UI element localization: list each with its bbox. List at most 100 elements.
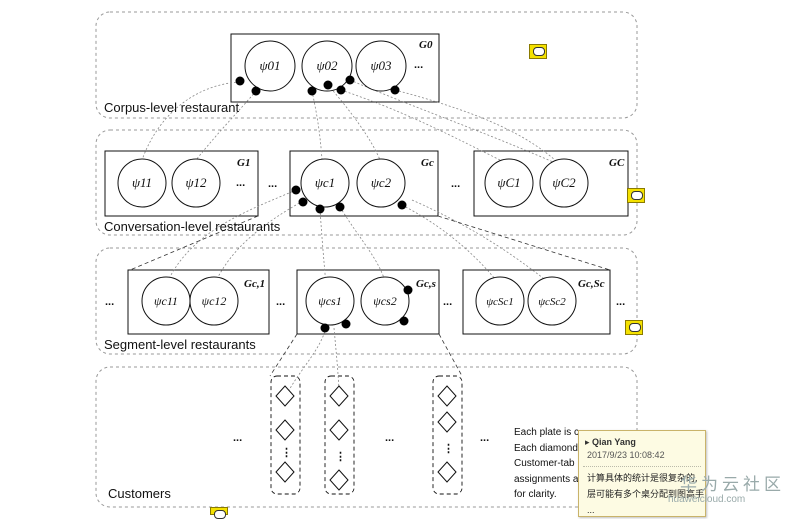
corpus-level-label: Corpus-level restaurant	[104, 100, 240, 115]
corpus-panel	[95, 11, 638, 119]
ellipsis: ...	[105, 296, 114, 308]
dish-label: ψC2	[552, 175, 576, 190]
dish-node	[300, 158, 350, 208]
dish-node	[527, 276, 577, 326]
segment-level-label: Segment-level restaurants	[104, 337, 256, 352]
dish-label: ψ11	[132, 175, 152, 190]
comment-author: Qian Yang	[592, 437, 636, 447]
dish-node	[484, 158, 534, 208]
dish-node	[355, 40, 407, 92]
plate-dashed-links	[129, 215, 611, 393]
corpus-to-conversation-edges	[141, 79, 561, 166]
group-label: Gc,1	[244, 278, 265, 290]
group-label: G0	[419, 39, 433, 51]
vertical-ellipsis: ⋮	[443, 443, 454, 455]
diamond	[329, 385, 349, 407]
watermark-text: 华为云社区	[680, 475, 785, 495]
dish-label: ψc2	[371, 175, 392, 190]
comment-divider	[583, 466, 701, 467]
comment-body: 计算具体的统计是很复杂的, 层可能有多个桌分配到图高手 ...	[579, 467, 705, 516]
group-label: Gc	[421, 157, 434, 169]
dish-node	[475, 276, 525, 326]
diamond	[275, 419, 295, 441]
customer-dot	[251, 86, 261, 96]
comment-icon[interactable]	[210, 507, 228, 519]
dish-label: ψ03	[370, 58, 392, 73]
customers-dots	[235, 75, 413, 333]
watermark-url: huaweicloud.com	[668, 494, 746, 505]
ellipsis: ...	[414, 59, 423, 71]
diamond	[437, 461, 457, 483]
conversation-dishes: ψ11 ψ12 ψc1 ψc2 ψC1 ψC2	[117, 158, 589, 208]
comment-date: 2017/9/23 10:08:42	[587, 450, 665, 460]
vertical-ellipsis: ⋮	[281, 447, 292, 459]
customer-dot	[336, 85, 346, 95]
segment-panel	[95, 247, 638, 355]
segment-dishes: ψc11 ψc12 ψcs1 ψcs2 ψcSc1 ψcSc2	[141, 276, 577, 326]
comment-header: ▸ Qian Yang	[585, 437, 636, 447]
customer-dot	[335, 202, 345, 212]
note-line: Customer-tab	[514, 458, 575, 469]
vertical-ellipsis: ⋮	[335, 451, 346, 463]
ellipsis: ...	[480, 432, 489, 444]
dish-node	[171, 158, 221, 208]
ellipsis: ...	[616, 296, 625, 308]
diamond	[437, 411, 457, 433]
diamond	[275, 385, 295, 407]
customer-dot	[315, 204, 325, 214]
dish-label: ψcs2	[373, 294, 396, 308]
conversation-level-label: Conversation-level restaurants	[104, 219, 281, 234]
group-labels: G0 G1 Gc GC Gc,1 Gc,s Gc,Sc	[237, 39, 625, 290]
customer-dot	[291, 185, 301, 195]
corpus-dishes: ψ01 ψ02 ψ03	[244, 40, 407, 92]
ellipsis-marks: ... ... ... ... ... ... ... ... ... ... …	[105, 59, 625, 444]
dish-label: ψ02	[316, 58, 338, 73]
dish-label: ψ01	[259, 58, 280, 73]
comment-icon[interactable]	[529, 44, 547, 59]
customer-dot	[323, 80, 333, 90]
note-line: for clarity.	[514, 489, 557, 500]
comment-icon[interactable]	[627, 188, 645, 203]
group-label: Gc,s	[416, 278, 436, 290]
dish-node	[539, 158, 589, 208]
group-label: G1	[237, 157, 250, 169]
ellipsis: ...	[451, 178, 460, 190]
dish-label: ψc11	[154, 294, 178, 308]
dish-node	[244, 40, 296, 92]
diamond	[437, 385, 457, 407]
customers-label: Customers	[108, 486, 171, 501]
ellipsis: ...	[385, 432, 394, 444]
dish-node	[117, 158, 167, 208]
customer-dot	[390, 85, 400, 95]
note-line: Each diamond	[514, 442, 578, 454]
dish-label: ψcs1	[318, 294, 341, 308]
comment-line: 计算具体的统计是很复杂的,	[587, 473, 698, 483]
comment-icon[interactable]	[625, 320, 643, 335]
dish-node	[360, 276, 410, 326]
customer-diamonds: ⋮ ⋮ ⋮	[275, 385, 457, 491]
customer-dot	[345, 75, 355, 85]
dish-node	[356, 158, 406, 208]
customer-column-2	[324, 375, 355, 495]
diamond	[275, 461, 295, 483]
customer-dot	[307, 86, 317, 96]
dish-node	[301, 40, 353, 92]
group-label: Gc,Sc	[578, 278, 605, 290]
customer-dot	[320, 323, 330, 333]
ellipsis: ...	[276, 296, 285, 308]
comment-line: ...	[587, 505, 595, 515]
dish-node	[305, 276, 355, 326]
dish-label: ψcSc2	[538, 296, 566, 308]
dish-node	[189, 276, 239, 326]
ellipsis: ...	[236, 177, 245, 189]
dish-label: ψC1	[497, 175, 520, 190]
comment-popup[interactable]: ▸ Qian Yang 2017/9/23 10:08:42 计算具体的统计是很…	[578, 430, 706, 517]
dish-label: ψc1	[315, 175, 335, 190]
customer-dot	[235, 76, 245, 86]
diamond	[329, 419, 349, 441]
note-line: assignments a	[514, 473, 579, 485]
customer-dot	[341, 319, 351, 329]
dish-label: ψ12	[185, 175, 207, 190]
comment-line: 层可能有多个桌分配到图高手	[587, 489, 705, 499]
